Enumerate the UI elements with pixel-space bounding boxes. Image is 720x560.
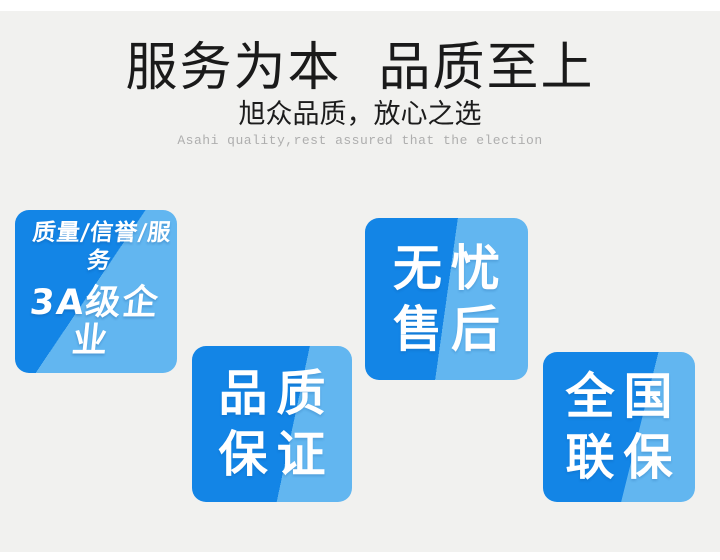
badge-nationwide-warranty: 全国 联保 (543, 352, 695, 502)
badge-line-quality: 品质 (218, 365, 335, 422)
bottom-white-strip (0, 552, 720, 560)
badge-line-aftersales: 售后 (392, 301, 509, 358)
subtitle-english: Asahi quality,rest assured that the elec… (177, 133, 543, 148)
badge-line-3a-enterprise: 3A级企业 (27, 283, 162, 361)
badge-text-block: 质量/信誉/服务 3A级企业 (8, 219, 185, 361)
badge-line-nationwide: 全国 (565, 368, 682, 425)
page-title: 服务为本 品质至上 (125, 38, 595, 98)
badge-line-quality-reputation-service: 质量/信誉/服务 (31, 220, 173, 274)
badge-line-warranty: 联保 (565, 429, 682, 486)
badge-quality-guarantee: 品质 保证 (192, 346, 352, 502)
top-white-strip (0, 0, 720, 11)
badge-line-guarantee: 保证 (218, 426, 335, 483)
badge-worry-free-aftersales: 无忧 售后 (365, 218, 528, 380)
badge-3a-enterprise: 质量/信誉/服务 3A级企业 (15, 210, 177, 373)
subtitle-chinese: 旭众品质，放心之选 (238, 99, 482, 129)
badge-line-worry-free: 无忧 (392, 240, 509, 297)
